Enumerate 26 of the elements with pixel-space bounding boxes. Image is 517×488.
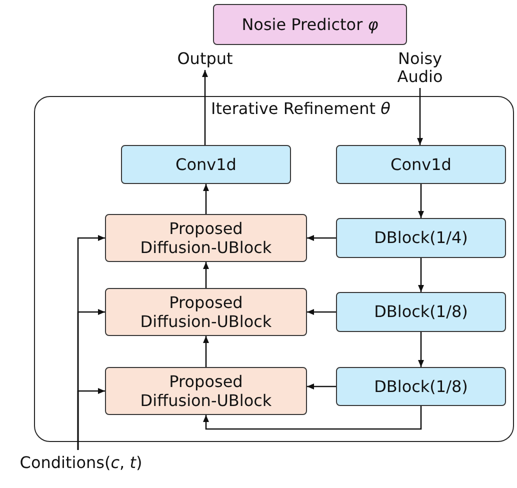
output-label: Output [172,48,238,70]
process-box: Nosie Predictor φ [213,4,407,45]
process-box: Conv1d [336,145,506,184]
arrow [203,406,422,430]
arrow [418,184,424,218]
arrow [417,88,423,145]
arrow [203,336,209,367]
arrow [418,332,424,367]
arrow [418,258,424,292]
arrow [203,184,209,214]
process-box: DBlock(1/8) [336,367,506,406]
arrow [202,70,208,145]
arrow [307,235,336,241]
arrow [307,309,336,315]
group-container [34,96,514,442]
process-box: DBlock(1/8) [336,292,506,332]
process-box: Proposed Diffusion-UBlock [105,288,307,336]
process-box: Conv1d [121,145,291,184]
arrow [77,388,105,450]
condition-label: Conditions(c, t) [6,450,156,476]
arrow [203,262,209,288]
process-box: Proposed Diffusion-UBlock [105,214,307,262]
process-box: Proposed Diffusion-UBlock [105,367,307,415]
input-label: Noisy Audio [390,48,450,88]
arrow [307,384,336,390]
process-box: DBlock(1/4) [336,218,506,258]
